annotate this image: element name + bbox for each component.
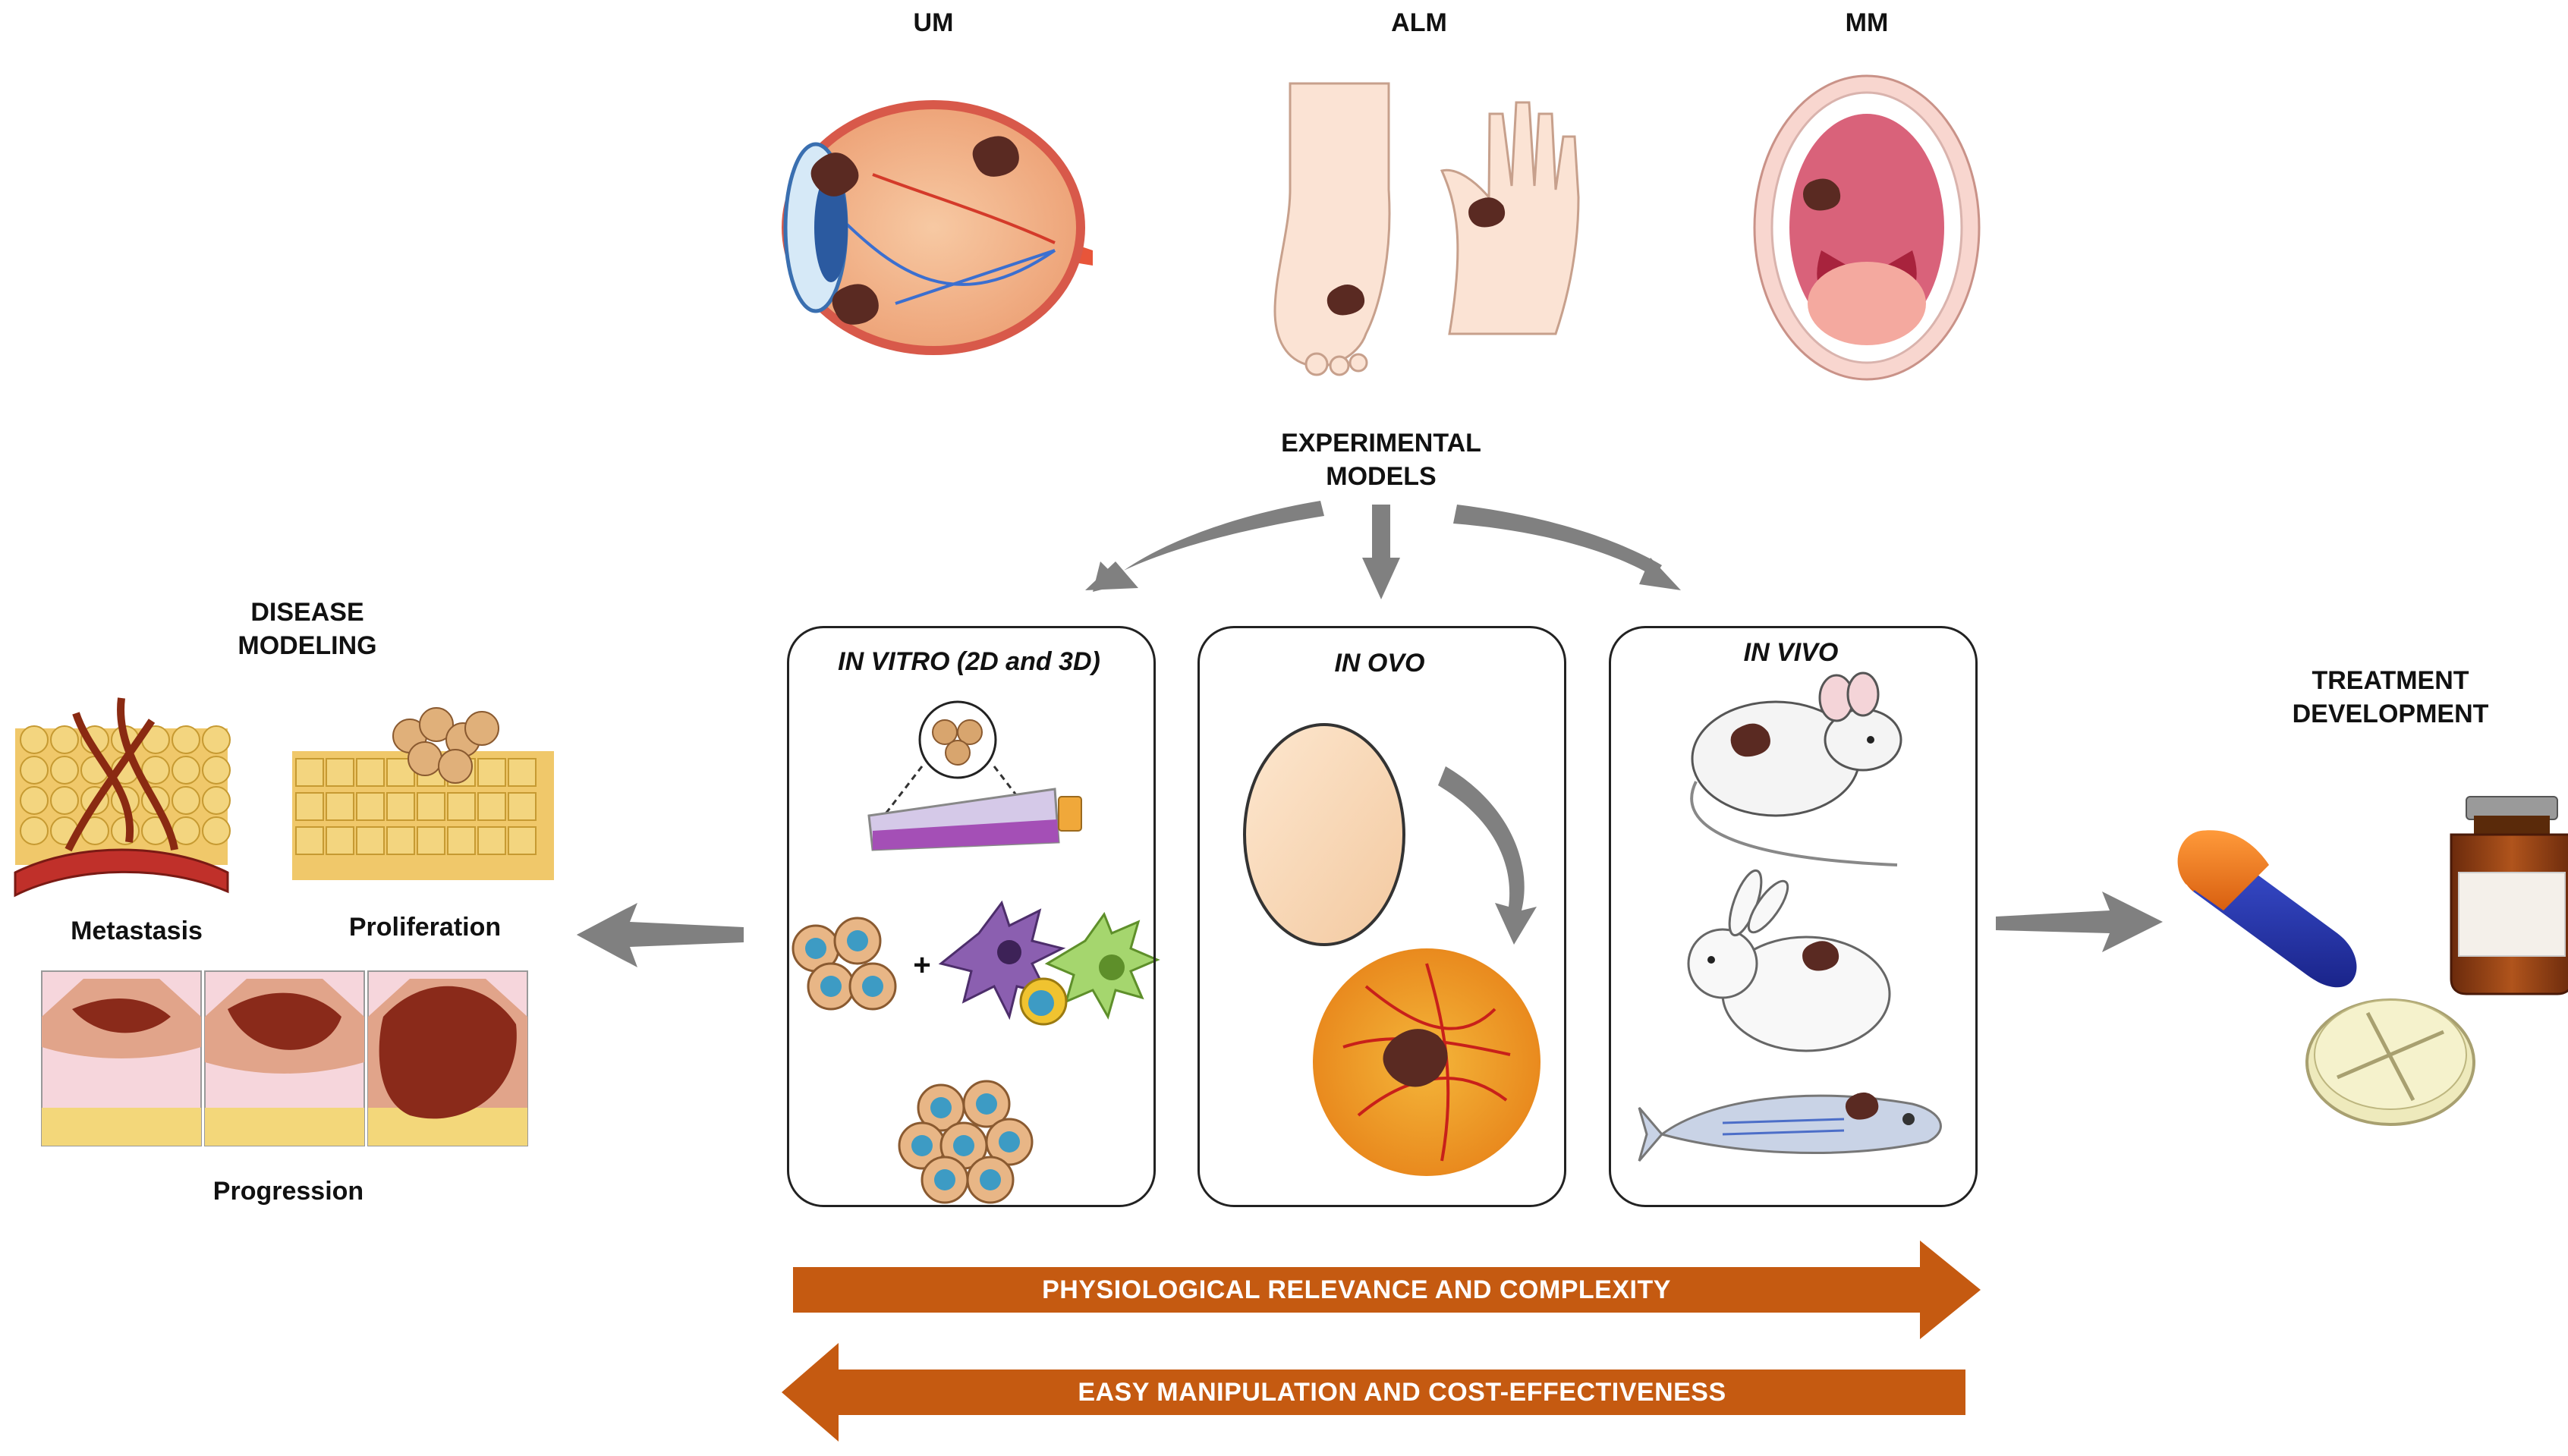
- proliferation-illustration: [292, 707, 554, 880]
- immune-cells: [938, 900, 1160, 1026]
- in-ovo-title: IN OVO: [1334, 649, 1425, 678]
- foot-illustration: [1273, 82, 1391, 376]
- forward-bar-shape: [793, 1241, 1981, 1339]
- metastasis-illustration: [14, 697, 231, 898]
- zebrafish-icon: [1638, 1092, 1942, 1162]
- eye-illustration: [782, 100, 1093, 355]
- um-tumor-2: [972, 136, 1019, 177]
- in-ovo-artwork: [1243, 723, 1540, 1176]
- easy-manipulation-text: EASY MANIPULATION AND COST-EFFECTIVENESS: [1078, 1378, 1726, 1407]
- egg-icon: [1243, 723, 1405, 946]
- hand-illustration: [1440, 101, 1580, 335]
- in-vivo-title: IN VIVO: [1743, 638, 1839, 667]
- alm-label: ALM: [1391, 8, 1447, 37]
- mm-label: MM: [1845, 8, 1889, 37]
- in-vitro-artwork: [791, 700, 1160, 1204]
- mouth-illustration: [1753, 74, 1981, 381]
- proliferation-label: Proliferation: [348, 913, 502, 942]
- model-arrows: [1085, 501, 1681, 599]
- alm-hand-tumor: [1468, 197, 1506, 228]
- capsule-icon: [2177, 830, 2357, 988]
- side-arrows: [577, 892, 2163, 967]
- in-vitro-title: IN VITRO (2D and 3D): [838, 647, 1100, 676]
- experimental-models-label: EXPERIMENTAL MODELS: [1281, 429, 1481, 491]
- in-ovo-panel: [1197, 626, 1566, 1207]
- treatment-artwork: [2177, 796, 2568, 1126]
- ovo-tumor: [1383, 1029, 1448, 1087]
- physiological-relevance-text: PHYSIOLOGICAL RELEVANCE AND COMPLEXITY: [1042, 1275, 1671, 1304]
- mm-tumor: [1803, 178, 1841, 211]
- cell-cluster-2d: [791, 917, 897, 1011]
- um-label: UM: [913, 8, 954, 37]
- mouse-icon: [1690, 671, 1902, 866]
- treatment-development-title: TREATMENT DEVELOPMENT: [2292, 666, 2489, 728]
- progression-illustration: [41, 970, 528, 1146]
- in-vitro-panel: [787, 626, 1156, 1207]
- bottom-bar-arrows: [782, 1241, 1981, 1442]
- plus-sign: +: [913, 948, 931, 982]
- um-tumor-3: [832, 284, 879, 325]
- spheroid-3d: [898, 1080, 1034, 1204]
- progression-label: Progression: [212, 1177, 364, 1206]
- ovo-arrow-icon: [1438, 766, 1537, 945]
- backward-bar-shape: [782, 1343, 1965, 1442]
- in-vivo-panel: [1609, 626, 1978, 1207]
- alm-foot-tumor: [1326, 285, 1365, 316]
- vial-icon: [2450, 796, 2568, 995]
- rabbit-icon: [1687, 869, 1891, 1052]
- in-vivo-artwork: [1638, 671, 1942, 1162]
- disease-modeling-title: DISEASE MODELING: [238, 598, 377, 660]
- um-tumor-1: [810, 153, 859, 197]
- metastasis-label: Metastasis: [71, 917, 203, 945]
- tablet-icon: [2305, 998, 2475, 1126]
